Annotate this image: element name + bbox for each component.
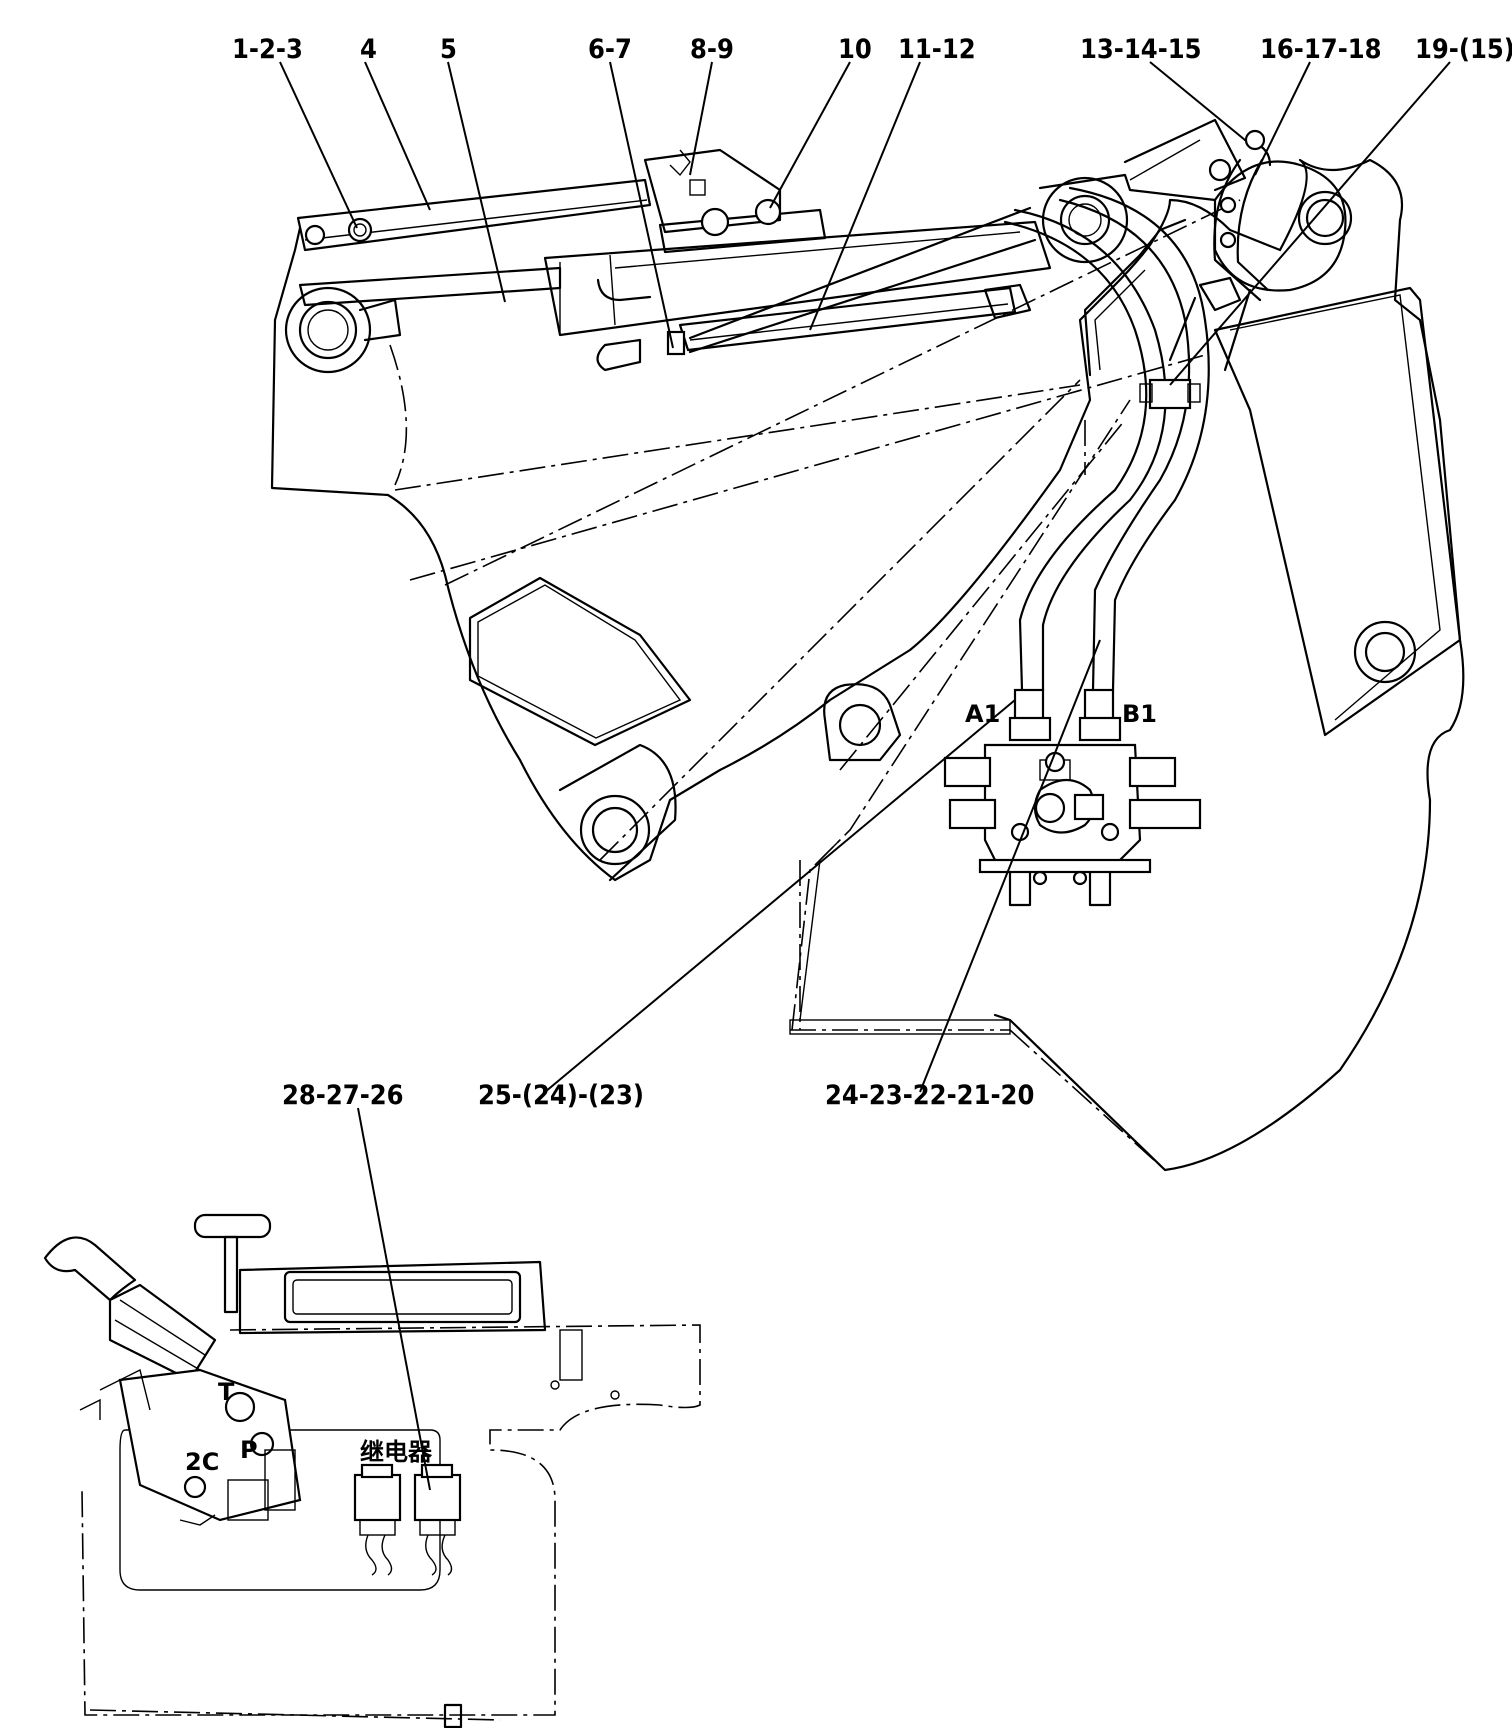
hydraulic-hoses	[1003, 186, 1252, 692]
callout-4: 4	[360, 34, 377, 65]
callout-16-17-18: 16-17-18	[1260, 34, 1382, 65]
callout-24-23-22-21-20: 24-23-22-21-20	[825, 1080, 1034, 1111]
upper-bracket	[1123, 118, 1272, 312]
operator-console	[43, 1213, 701, 1728]
callout-28-27-26: 28-27-26	[282, 1080, 404, 1111]
boom-cylinder-assembly	[284, 148, 1129, 374]
callout-8-9: 8-9	[690, 34, 734, 65]
callout-10: 10	[838, 34, 872, 65]
callout-25-24-23: 25-(24)-(23)	[478, 1080, 644, 1111]
relay-label: 继电器	[360, 1438, 433, 1466]
arm-frame	[270, 158, 1465, 1172]
callout-1-2-3: 1-2-3	[232, 34, 303, 65]
port-t-label: T	[218, 1378, 235, 1406]
control-valve	[943, 688, 1202, 907]
port-2c-label: 2C	[185, 1448, 219, 1476]
callout-labels: 1-2-3 4 5 6-7 8-9 10 11-12 13-14-15 16-1…	[185, 34, 1512, 1476]
leader-lines	[279, 61, 1451, 1491]
port-p-label: P	[240, 1436, 258, 1464]
port-a1-label: A1	[965, 700, 1000, 728]
callout-6-7: 6-7	[588, 34, 632, 65]
callout-5: 5	[440, 34, 457, 65]
port-b1-label: B1	[1122, 700, 1157, 728]
callout-11-12: 11-12	[898, 34, 976, 65]
callout-19-15: 19-(15)	[1415, 34, 1512, 65]
callout-13-14-15: 13-14-15	[1080, 34, 1202, 65]
